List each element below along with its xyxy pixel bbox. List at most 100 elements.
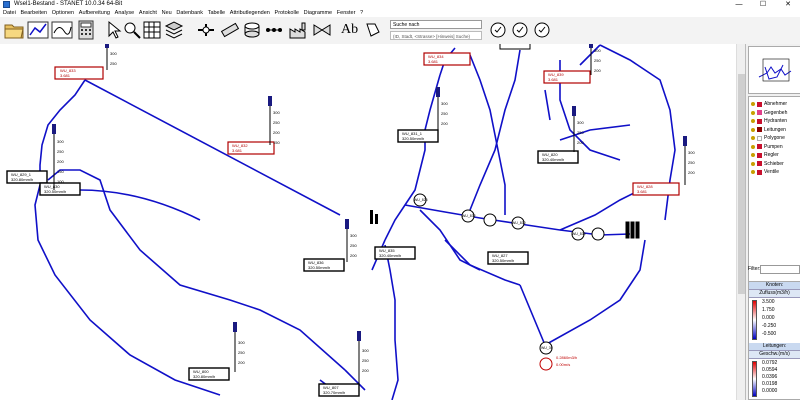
layer-item-abnehmer[interactable]: Abnehmer	[749, 100, 800, 109]
consumer-node[interactable]	[539, 357, 553, 371]
valve-icon[interactable]	[312, 20, 332, 40]
layer-item-gegenbeh[interactable]: Gegenbeh	[749, 109, 800, 118]
network-map-icon[interactable]	[27, 19, 49, 41]
pump-node-7[interactable]: WU_30	[539, 341, 553, 355]
node-box-wu-831[interactable]: WU_831_1 320.50mm/h	[397, 129, 439, 143]
pump-node-6[interactable]: WU_826	[413, 193, 428, 207]
svg-text:150: 150	[273, 140, 280, 145]
factory-icon[interactable]	[288, 20, 308, 40]
svg-text:320.80mm/h: 320.80mm/h	[193, 374, 215, 379]
node-box-wu-800[interactable]: WU_800 320.80mm/h	[188, 367, 230, 381]
search-hint[interactable]: (ID, Stadt, <Strasse> [Hinweis] Suche)	[390, 31, 482, 40]
menu-optionen[interactable]: Optionen	[51, 10, 75, 16]
node-box-wu-827[interactable]: WU_827 320.50mm/h	[487, 251, 529, 265]
pump-node-4[interactable]: WU_830	[571, 227, 586, 241]
menu-analyse[interactable]: Analyse	[114, 10, 135, 16]
menu-aufbereitung[interactable]: Aufbereitung	[78, 10, 110, 16]
layer-item-polygone[interactable]: Polygone	[749, 134, 800, 143]
tank-symbol[interactable]	[625, 221, 640, 239]
svg-text:WU_836: WU_836	[308, 260, 324, 265]
folder-open-icon[interactable]	[3, 19, 25, 41]
text-tool-button[interactable]: Ab	[341, 22, 359, 37]
layer-item-regler[interactable]: Regler	[749, 151, 800, 160]
pump-node-2[interactable]	[483, 213, 497, 227]
svg-text:320.40mm/h: 320.40mm/h	[379, 253, 401, 258]
overview-map[interactable]	[748, 46, 800, 94]
svg-text:WU_829_1: WU_829_1	[11, 172, 32, 177]
menu-protokolle[interactable]: Protokolle	[274, 10, 299, 16]
zoom-icon[interactable]	[122, 20, 142, 40]
menu-fenster[interactable]: Fenster	[336, 10, 356, 16]
calculator-icon[interactable]	[75, 19, 97, 41]
legend-leitungen-gradient	[752, 361, 757, 397]
network-map-canvas[interactable]: WU_833 3.681 WU_834 3.681 WU_839 3.681 W…	[0, 44, 745, 400]
maximize-button[interactable]: ☐	[759, 1, 767, 8]
calculation-icon[interactable]	[51, 19, 73, 41]
minimize-button[interactable]: —	[735, 1, 743, 8]
node-box-wu-820[interactable]: WU_820 320.40mm/h	[537, 150, 579, 164]
node-box-wu-807[interactable]: WU_807 320.70mm/h	[318, 383, 360, 397]
menu-ansicht[interactable]: Ansicht	[138, 10, 157, 16]
menu-attributlegenden[interactable]: Attributlegenden	[229, 10, 270, 16]
clock-check-icon-2[interactable]	[510, 20, 530, 40]
svg-text:WU_830: WU_830	[44, 184, 60, 189]
svg-text:WU_30: WU_30	[541, 346, 553, 350]
grid-table-icon[interactable]	[142, 20, 162, 40]
layer-item-schieber[interactable]: Schieber	[749, 160, 800, 169]
node-box-wu-833[interactable]: WU_833 3.681	[54, 66, 104, 80]
pressure-scale-4: 300 250 200	[572, 106, 584, 152]
vertical-scrollbar[interactable]	[736, 44, 746, 400]
menu-help[interactable]: ?	[360, 10, 364, 16]
node-box-wu-834[interactable]: WU_834 3.681	[423, 52, 471, 66]
node-box-wu-835[interactable]: WU_835 320.40mm/h	[374, 246, 416, 260]
pipe-join-icon[interactable]	[196, 20, 216, 40]
search-input[interactable]: Suche nach	[390, 20, 482, 29]
pressure-scale-7: 300 250 200	[233, 322, 245, 372]
layer-item-ventile[interactable]: Ventile	[749, 168, 800, 177]
pointer-icon[interactable]	[104, 20, 124, 40]
menu-datei[interactable]: Datei	[3, 10, 16, 16]
menu-tabelle[interactable]: Tabelle	[207, 10, 226, 16]
tank-symbol-2[interactable]	[370, 210, 378, 224]
node-box-top[interactable]	[499, 44, 531, 50]
shape-tool-icon[interactable]	[363, 20, 383, 40]
pump-node-3[interactable]: WU_830	[511, 216, 526, 230]
node-box-wu-828[interactable]: WU_828 3.681	[632, 182, 680, 196]
svg-text:200: 200	[577, 140, 584, 145]
node-box-wu-836[interactable]: WU_836 320.50mm/h	[303, 258, 345, 272]
pump-node-5[interactable]	[591, 227, 605, 241]
svg-text:320.80mm/h: 320.80mm/h	[11, 177, 33, 182]
legend-leitungen-value: 0.0396	[762, 374, 778, 380]
svg-text:250: 250	[594, 58, 601, 63]
node-box-wu-839[interactable]: WU_839 3.681	[543, 70, 591, 84]
tank-icon[interactable]	[242, 20, 262, 40]
pipe-icon[interactable]	[220, 20, 240, 40]
svg-text:3.681: 3.681	[548, 77, 559, 82]
menu-datenbank[interactable]: Datenbank	[176, 10, 204, 16]
layer-item-hydranten[interactable]: Hydranten	[749, 117, 800, 126]
network-map[interactable]: WU_833 3.681 WU_834 3.681 WU_839 3.681 W…	[0, 44, 745, 400]
legend-knoten-value: -0.250	[762, 323, 777, 329]
node-box-wu-829[interactable]: WU_829_1 320.80mm/h	[6, 170, 48, 184]
layers-icon[interactable]	[164, 20, 184, 40]
clock-check-icon[interactable]	[488, 20, 508, 40]
pump-node-1[interactable]: WU_832	[461, 209, 476, 223]
svg-text:WU_834: WU_834	[428, 54, 444, 59]
menu-diagramme[interactable]: Diagramme	[303, 10, 333, 16]
flow-label: 0.2860m3/h	[556, 355, 577, 360]
svg-text:200: 200	[594, 68, 601, 73]
node-box-wu-832[interactable]: WU_832 3.681	[227, 141, 275, 155]
layer-item-pumpen[interactable]: Pumpen	[749, 143, 800, 152]
menu-bearbeiten[interactable]: Bearbeiten	[20, 10, 48, 16]
node-line-icon[interactable]	[264, 20, 284, 40]
layer-item-leitungen[interactable]: Leitungen	[749, 126, 800, 135]
clock-check-icon-3[interactable]	[532, 20, 552, 40]
svg-text:200: 200	[57, 159, 64, 164]
filter-label: Filter:	[748, 266, 761, 272]
filter-input[interactable]	[760, 265, 800, 274]
scrollbar-thumb[interactable]	[738, 74, 745, 294]
node-box-wu-830[interactable]: WU_830 320.50mm/h	[39, 182, 81, 196]
svg-text:200: 200	[688, 170, 695, 175]
close-button[interactable]: ✕	[785, 1, 791, 8]
menu-neu[interactable]: Neu	[161, 10, 172, 16]
